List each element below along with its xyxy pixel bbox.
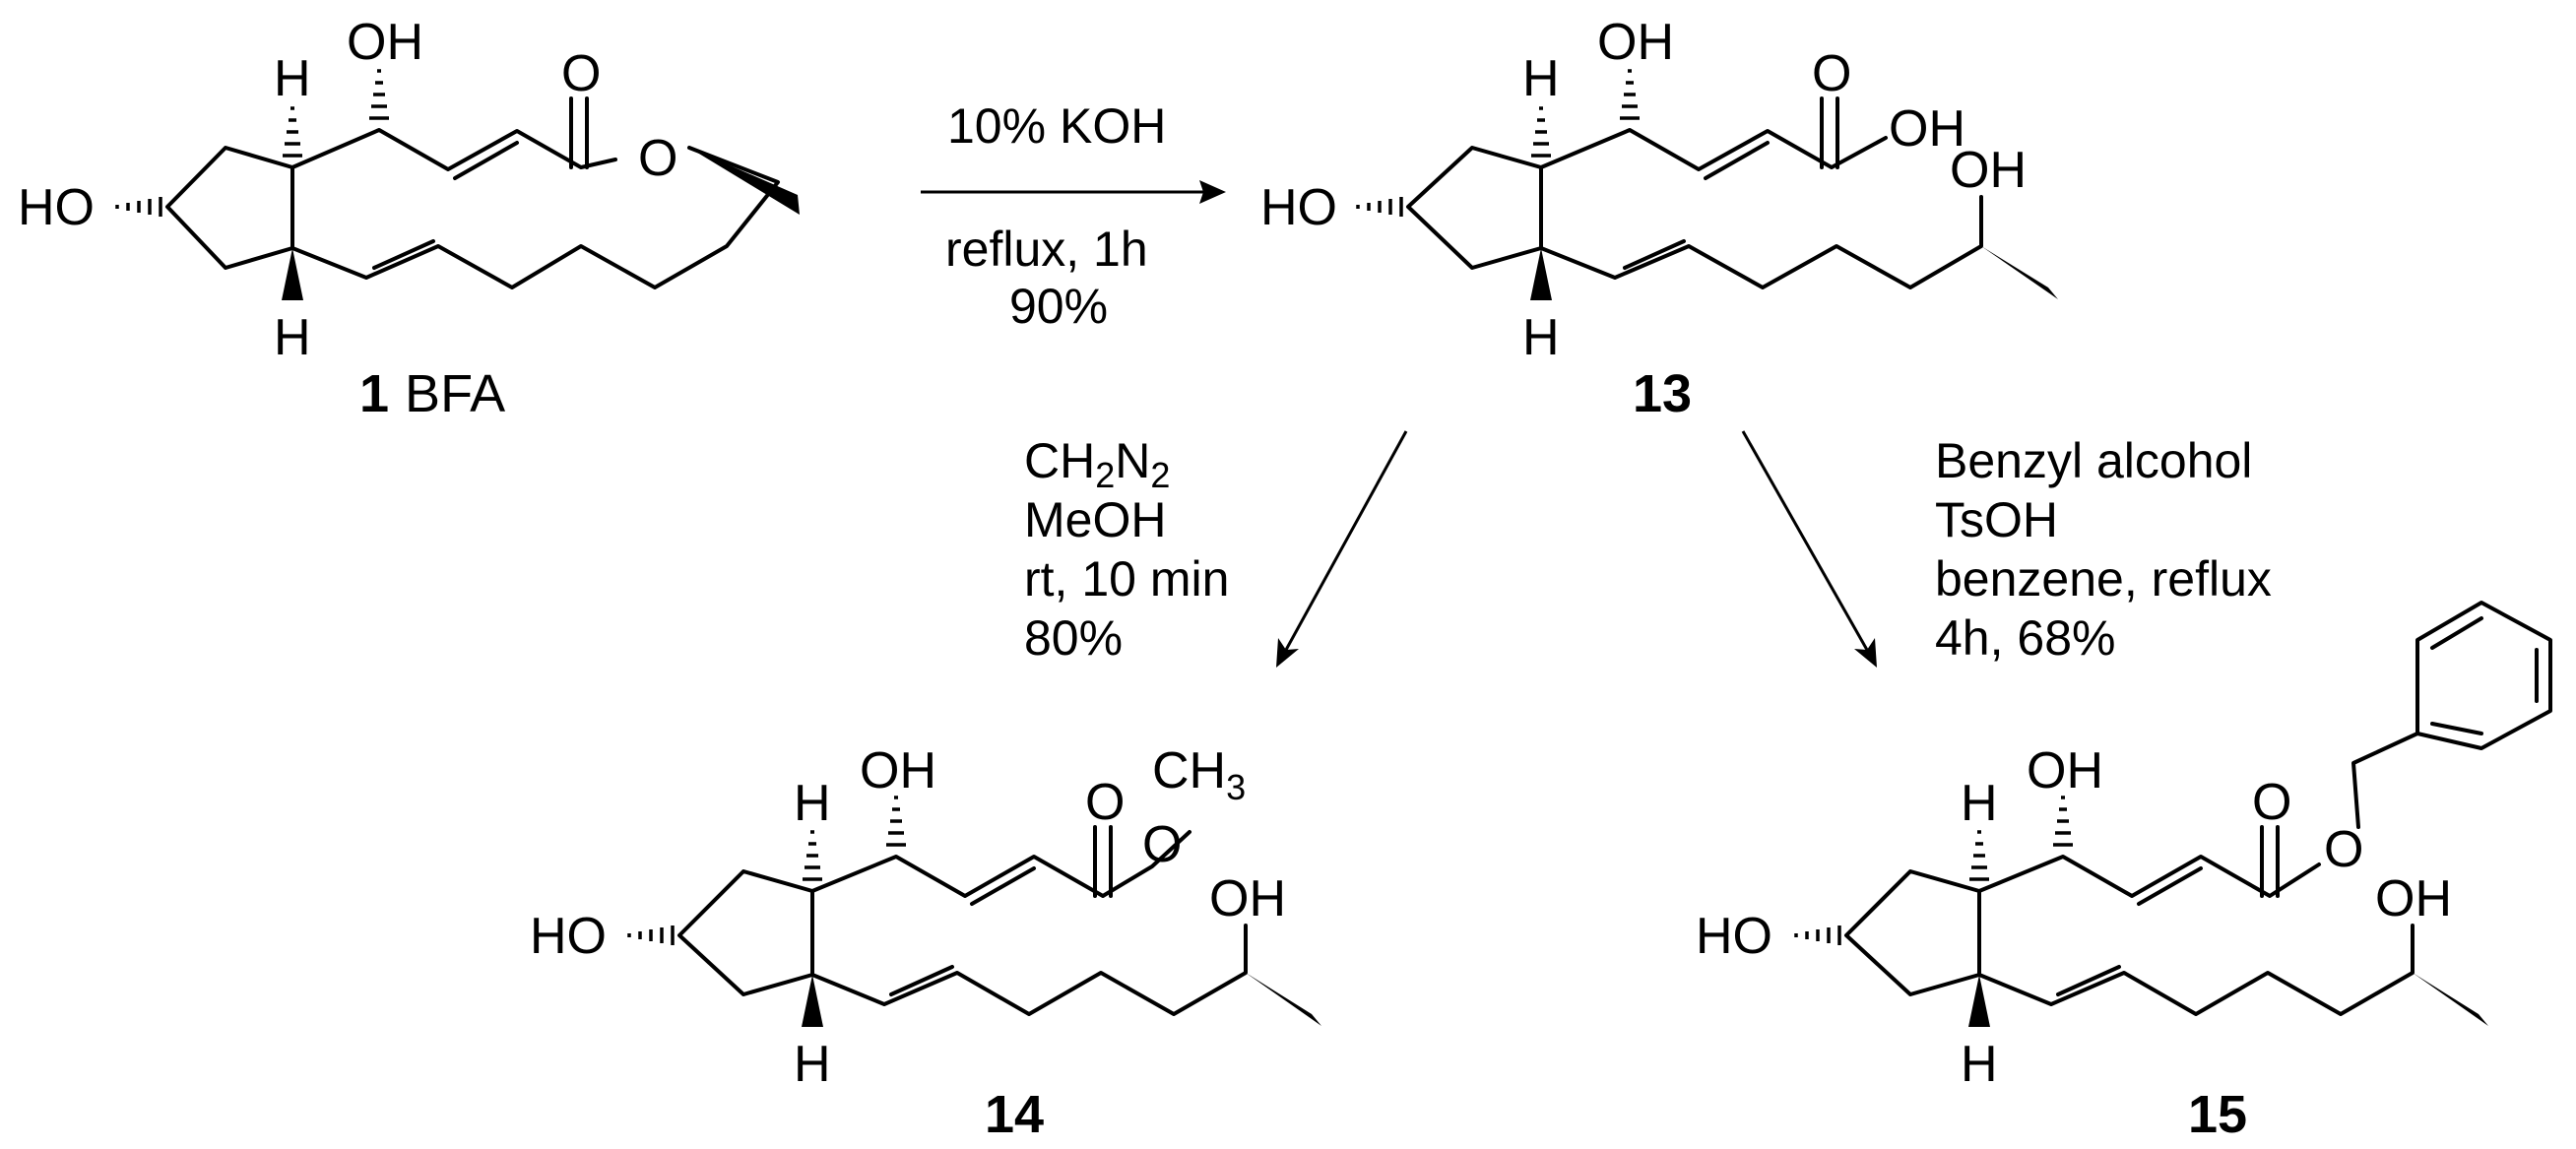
compound-14-oh-label: OH — [860, 742, 936, 799]
compound-14-methyl-label: CH3 — [1152, 742, 1246, 807]
compound-13-h-top-label: H — [1522, 50, 1560, 107]
compound-15-benzene-ring — [2415, 601, 2552, 750]
compound-15-carbonyl-o-label: O — [2252, 774, 2291, 831]
compound-14-label: 14 — [985, 1085, 1044, 1144]
reaction-arrow-1 — [921, 180, 1226, 204]
compound-13-acid-oh-label: OH — [1889, 100, 1965, 158]
compound-1-h-bottom-label: H — [274, 309, 311, 366]
reaction-2-reagent-ch: CH — [1024, 433, 1095, 488]
compound-1-ho-label: HO — [18, 179, 95, 236]
compound-13-h-bottom-label: H — [1522, 309, 1560, 366]
reaction-2-yield: 80% — [1024, 610, 1123, 666]
reaction-3-conditions: benzene, reflux — [1935, 551, 2272, 606]
compound-13-carbonyl-o-label: O — [1812, 45, 1851, 102]
compound-13-oh-hash-bond — [1620, 69, 1640, 120]
reaction-2-solvent: MeOH — [1024, 492, 1166, 547]
compound-14-side-oh-label: OH — [1209, 870, 1286, 927]
compound-1-h-top-label: H — [274, 50, 311, 107]
compound-13-structure: OH HO H H O OH OH 13 — [1260, 14, 2058, 423]
compound-15-oh-label: OH — [2027, 742, 2103, 799]
compound-1-carbonyl-o-label: O — [561, 45, 601, 102]
compound-15-ester-o-label: O — [2324, 821, 2363, 878]
compound-15-label: 15 — [2188, 1085, 2247, 1144]
compound-14-h-bottom-label: H — [794, 1036, 831, 1093]
compound-15-oh-hash-bond — [2053, 796, 2073, 847]
compound-1-oh-hash-bond — [369, 69, 389, 120]
compound-14-ho-hash-bond — [627, 926, 675, 945]
compound-13-h-hash-bond — [1531, 106, 1551, 158]
compound-1-bfa-structure: OH HO H H O O 1 BFA — [18, 14, 800, 423]
compound-14-h-hash-bond — [803, 830, 822, 881]
reaction-1-yield: 90% — [1009, 279, 1108, 334]
reaction-2-reagent-n: N — [1115, 433, 1150, 488]
compound-14-ho-label: HO — [530, 908, 607, 965]
reaction-1-conditions: reflux, 1h — [945, 222, 1148, 277]
compound-1-name: BFA — [405, 364, 505, 423]
compound-1-ho-hash-bond — [115, 197, 162, 217]
compound-14-ester-o-label: O — [1142, 816, 1182, 873]
reaction-3-reagent: Benzyl alcohol — [1935, 433, 2252, 488]
compound-1-h-hash-bond — [283, 106, 302, 158]
reaction-2-conditions: rt, 10 min — [1024, 551, 1229, 606]
compound-13-label: 13 — [1633, 364, 1692, 423]
compound-14-oh-hash-bond — [886, 796, 906, 847]
compound-15-ho-hash-bond — [1794, 926, 1841, 945]
reaction-1-reagent: 10% KOH — [947, 98, 1166, 154]
compound-14-methyl-sub: 3 — [1226, 767, 1246, 807]
reaction-arrow-2 — [1276, 430, 1408, 668]
compound-13-oh-label: OH — [1597, 14, 1674, 71]
compound-13-side-oh-label: OH — [1950, 142, 2027, 199]
compound-14-structure: OH HO H H O O CH3 OH 14 — [530, 742, 1321, 1144]
compound-14-carbonyl-o-label: O — [1085, 774, 1125, 831]
compound-1-number: 1 — [359, 364, 389, 423]
reaction-2-reagent-sub1: 2 — [1095, 455, 1115, 495]
compound-15-h-top-label: H — [1961, 775, 1998, 832]
reaction-2-reagent-sub2: 2 — [1150, 455, 1170, 495]
compound-1-oh-label: OH — [347, 14, 423, 71]
compound-14-methyl-ch: CH — [1152, 742, 1226, 799]
compound-15-structure: OH HO H H O O OH 15 — [1696, 601, 2552, 1144]
compound-13-ho-hash-bond — [1356, 197, 1403, 217]
compound-15-ho-label: HO — [1696, 908, 1772, 965]
compound-1-label: 1 BFA — [359, 364, 505, 423]
compound-15-side-oh-label: OH — [2375, 870, 2452, 927]
reaction-3-catalyst: TsOH — [1935, 492, 2058, 547]
reaction-arrow-3 — [1741, 430, 1877, 668]
reaction-3-time-yield: 4h, 68% — [1935, 610, 2115, 666]
reaction-2-reagent: CH2N2 — [1024, 433, 1170, 495]
compound-15-h-hash-bond — [1969, 830, 1989, 881]
compound-14-h-top-label: H — [794, 775, 831, 832]
compound-1-ester-o-label: O — [638, 130, 677, 187]
compound-15-h-bottom-label: H — [1961, 1036, 1998, 1093]
compound-13-ho-label: HO — [1260, 179, 1337, 236]
